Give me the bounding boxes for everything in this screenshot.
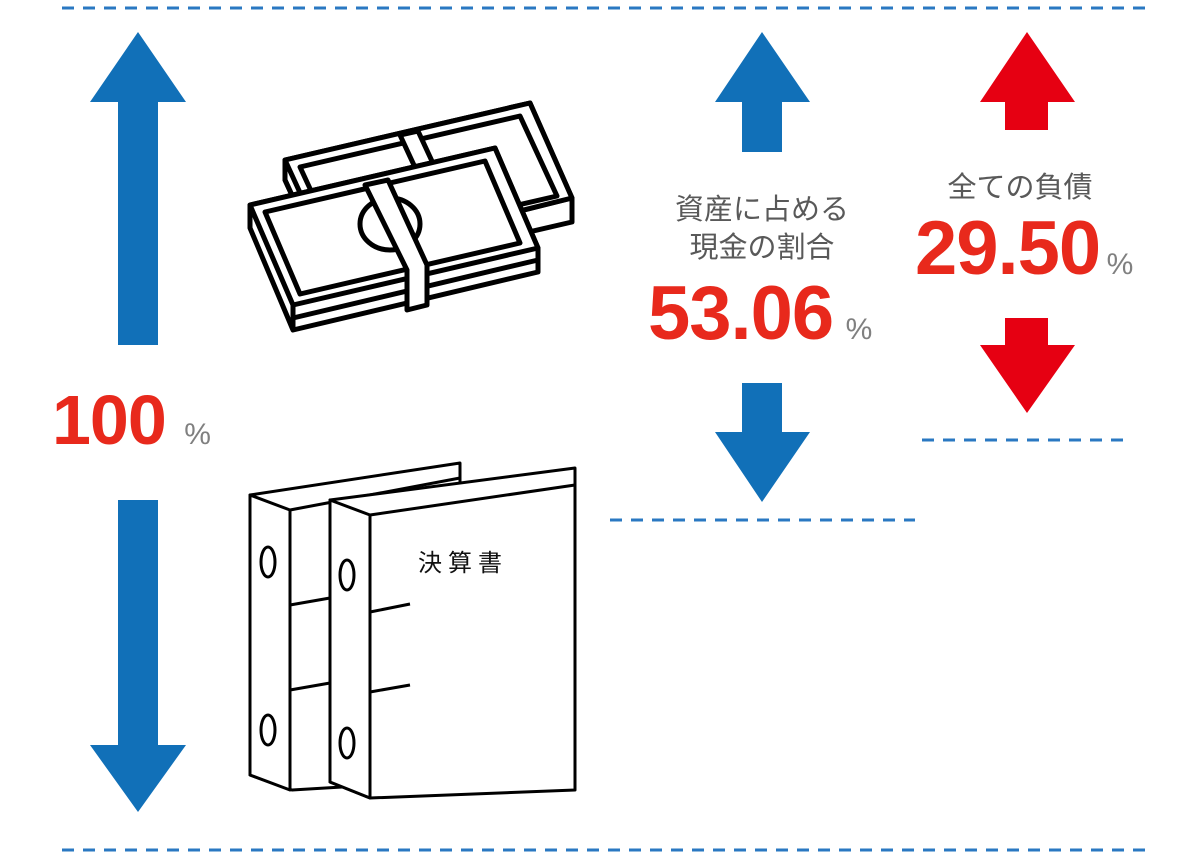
cash-up-arrow-icon [715, 32, 810, 152]
cash-down-arrow-icon [715, 383, 810, 502]
cash-ratio-label: 資産に占める 現金の割合 [622, 190, 902, 266]
total-value-group: 100 % [52, 380, 211, 460]
cash-ratio-unit: % [845, 313, 873, 346]
liabilities-value-group: 29.50 % [915, 205, 1133, 292]
liabilities-down-arrow-icon [980, 318, 1075, 413]
liabilities-value: 29.50 [915, 206, 1101, 291]
cash-ratio-label-line2: 現金の割合 [689, 230, 835, 264]
cash-bundles-icon [247, 100, 575, 333]
liabilities-label: 全ての負債 [947, 170, 1093, 204]
liabilities-unit: % [1106, 248, 1134, 281]
total-unit: % [184, 418, 211, 451]
binder-title: 決算書 [418, 549, 508, 577]
cash-ratio-label-line1: 資産に占める [674, 192, 849, 226]
total-value: 100 [52, 381, 167, 459]
total-down-arrow-icon [90, 500, 186, 812]
financial-statement-binders-icon [248, 461, 577, 800]
liabilities-up-arrow-icon [980, 32, 1075, 130]
cash-ratio-value-group: 53.06 % [648, 270, 872, 357]
total-up-arrow-icon [90, 32, 186, 345]
cash-ratio-value: 53.06 [648, 271, 834, 356]
